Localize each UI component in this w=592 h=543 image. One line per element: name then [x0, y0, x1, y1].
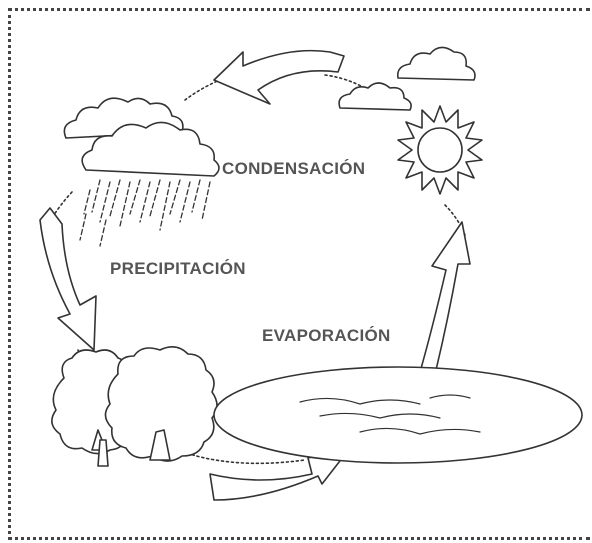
sun-icon	[397, 105, 483, 195]
label-precipitation: PRECIPITACIÓN	[110, 259, 246, 278]
cloud-small-icon	[396, 46, 476, 81]
diagram-frame	[8, 8, 590, 540]
arrow-top-icon	[213, 49, 345, 105]
trees-icon	[51, 346, 218, 467]
arrow-right-icon	[419, 221, 471, 373]
arrow-bottom-icon	[209, 447, 351, 501]
label-evaporation: EVAPORACIÓN	[262, 326, 391, 345]
cloud-middle-icon	[338, 82, 412, 111]
label-condensation: CONDENSACIÓN	[222, 159, 366, 178]
lake-icon	[213, 366, 583, 464]
rain-cloud-icon	[63, 97, 220, 247]
arrow-left-icon	[39, 207, 97, 351]
